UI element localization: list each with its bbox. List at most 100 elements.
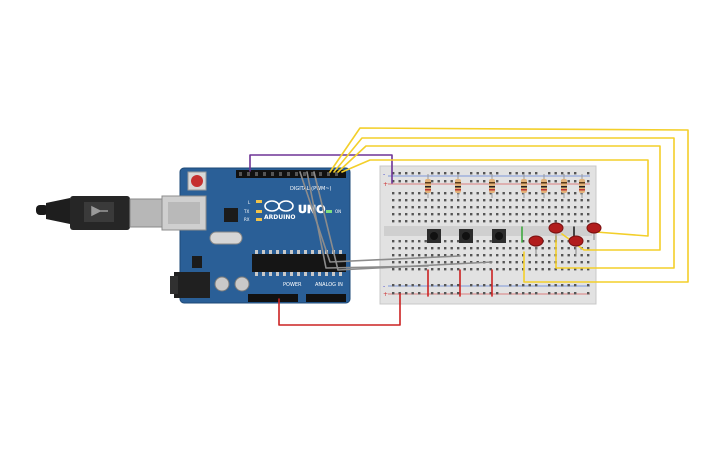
breadboard-hole[interactable] [528,247,531,250]
breadboard-hole[interactable] [418,213,421,216]
breadboard-hole[interactable] [431,213,434,216]
breadboard-hole[interactable] [437,192,440,195]
breadboard-hole[interactable] [574,172,577,175]
breadboard-hole[interactable] [392,284,395,287]
breadboard-hole[interactable] [509,240,512,243]
breadboard-hole[interactable] [437,180,440,183]
breadboard-hole[interactable] [405,240,408,243]
breadboard-hole[interactable] [418,268,421,271]
wire-gray[interactable] [299,171,461,263]
breadboard-hole[interactable] [398,284,401,287]
breadboard-hole[interactable] [418,292,421,295]
breadboard-hole[interactable] [424,213,427,216]
breadboard-hole[interactable] [541,254,544,257]
breadboard-hole[interactable] [424,192,427,195]
resistor[interactable] [425,174,431,198]
breadboard-hole[interactable] [424,247,427,250]
breadboard-hole[interactable] [437,284,440,287]
breadboard-hole[interactable] [463,206,466,209]
breadboard-hole[interactable] [405,268,408,271]
resistor[interactable] [521,174,527,198]
breadboard-hole[interactable] [587,220,590,223]
breadboard-hole[interactable] [457,240,460,243]
breadboard-hole[interactable] [444,240,447,243]
breadboard-hole[interactable] [483,268,486,271]
breadboard-hole[interactable] [489,268,492,271]
breadboard-hole[interactable] [444,220,447,223]
breadboard-hole[interactable] [535,172,538,175]
push-button[interactable] [492,229,506,243]
breadboard-hole[interactable] [431,268,434,271]
breadboard-hole[interactable] [528,292,531,295]
breadboard-hole[interactable] [450,254,453,257]
breadboard-hole[interactable] [548,172,551,175]
breadboard-hole[interactable] [548,240,551,243]
breadboard-hole[interactable] [496,292,499,295]
breadboard-hole[interactable] [567,192,570,195]
breadboard-hole[interactable] [450,199,453,202]
breadboard-hole[interactable] [574,261,577,264]
breadboard-hole[interactable] [431,172,434,175]
breadboard-hole[interactable] [587,172,590,175]
breadboard-hole[interactable] [580,254,583,257]
breadboard-hole[interactable] [418,220,421,223]
breadboard-hole[interactable] [567,247,570,250]
breadboard-hole[interactable] [444,284,447,287]
breadboard-hole[interactable] [392,172,395,175]
breadboard-hole[interactable] [418,247,421,250]
breadboard-hole[interactable] [470,268,473,271]
breadboard-hole[interactable] [489,240,492,243]
breadboard-hole[interactable] [418,192,421,195]
breadboard-hole[interactable] [561,240,564,243]
breadboard-hole[interactable] [392,247,395,250]
breadboard-hole[interactable] [392,261,395,264]
breadboard-hole[interactable] [554,206,557,209]
breadboard-hole[interactable] [398,220,401,223]
breadboard-hole[interactable] [522,292,525,295]
breadboard-hole[interactable] [450,261,453,264]
breadboard-hole[interactable] [548,247,551,250]
breadboard-hole[interactable] [528,192,531,195]
breadboard-hole[interactable] [392,180,395,183]
breadboard-hole[interactable] [444,254,447,257]
breadboard-hole[interactable] [496,284,499,287]
breadboard-hole[interactable] [522,206,525,209]
breadboard-hole[interactable] [515,180,518,183]
breadboard-hole[interactable] [535,284,538,287]
breadboard-hole[interactable] [398,261,401,264]
breadboard-hole[interactable] [424,261,427,264]
breadboard-hole[interactable] [411,247,414,250]
breadboard-hole[interactable] [502,213,505,216]
breadboard-hole[interactable] [541,199,544,202]
breadboard-hole[interactable] [587,206,590,209]
breadboard-hole[interactable] [574,284,577,287]
led-red[interactable] [548,222,564,240]
resistor[interactable] [489,174,495,198]
breadboard-hole[interactable] [431,284,434,287]
breadboard-hole[interactable] [489,254,492,257]
breadboard-hole[interactable] [515,284,518,287]
breadboard-hole[interactable] [431,180,434,183]
push-button[interactable] [427,229,441,243]
breadboard-hole[interactable] [450,213,453,216]
breadboard-hole[interactable] [515,254,518,257]
breadboard-hole[interactable] [398,180,401,183]
breadboard-hole[interactable] [548,192,551,195]
breadboard-hole[interactable] [398,206,401,209]
breadboard-hole[interactable] [496,268,499,271]
breadboard-hole[interactable] [411,292,414,295]
breadboard-hole[interactable] [444,172,447,175]
breadboard-hole[interactable] [515,192,518,195]
breadboard-hole[interactable] [548,261,551,264]
breadboard-hole[interactable] [561,172,564,175]
breadboard-hole[interactable] [574,268,577,271]
breadboard-hole[interactable] [457,247,460,250]
breadboard-hole[interactable] [418,206,421,209]
breadboard-hole[interactable] [587,254,590,257]
breadboard[interactable]: + - + - [379,165,597,305]
breadboard-hole[interactable] [398,192,401,195]
breadboard-hole[interactable] [411,213,414,216]
breadboard-hole[interactable] [398,172,401,175]
breadboard-hole[interactable] [392,240,395,243]
breadboard-hole[interactable] [567,213,570,216]
